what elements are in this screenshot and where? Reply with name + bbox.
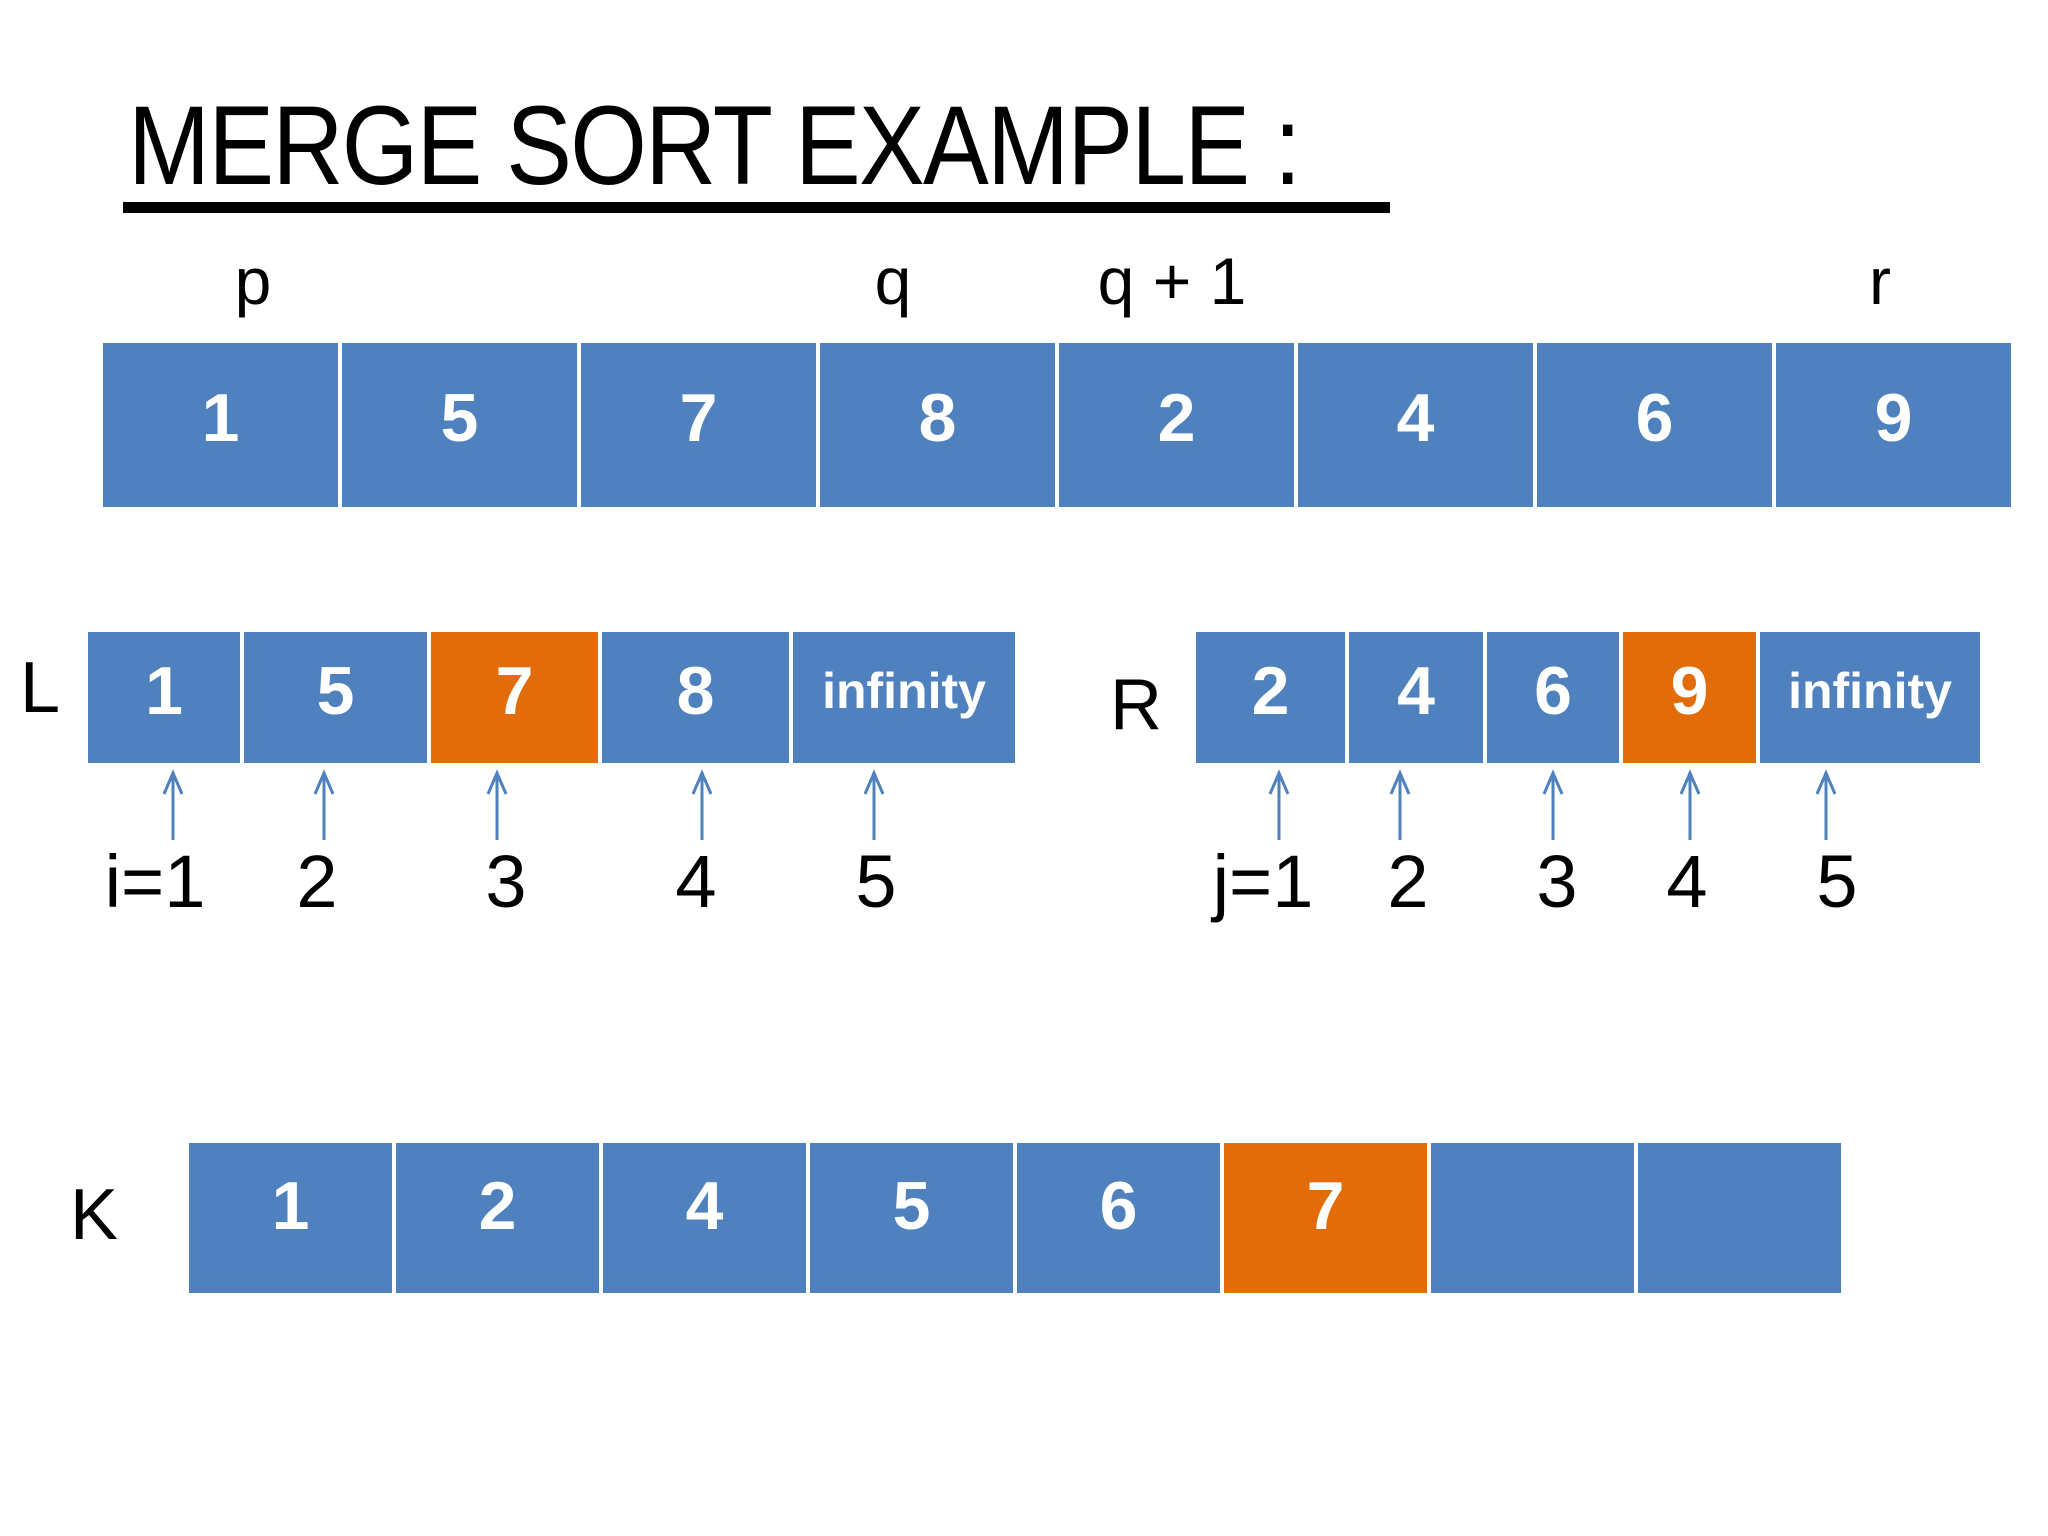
up-arrow-icon bbox=[160, 768, 186, 842]
left-array: 1 5 7 8 infinity bbox=[88, 632, 1015, 763]
pointer-label-p: p bbox=[234, 244, 272, 318]
pointer-label-q: q bbox=[874, 244, 912, 318]
up-arrow-icon bbox=[311, 768, 337, 842]
array-cell: 9 bbox=[1776, 343, 2011, 507]
array-cell: 1 bbox=[103, 343, 338, 507]
index-label: 5 bbox=[1816, 840, 1858, 923]
up-arrow-icon bbox=[1813, 768, 1839, 842]
index-label: 4 bbox=[1666, 840, 1708, 923]
pointer-label-q-plus-1: q + 1 bbox=[1097, 244, 1247, 318]
index-label: j=1 bbox=[1212, 840, 1314, 923]
array-cell: 6 bbox=[1487, 632, 1619, 763]
array-cell: 5 bbox=[244, 632, 427, 763]
array-cell: 2 bbox=[396, 1143, 599, 1293]
index-label: i=1 bbox=[104, 840, 206, 923]
array-cell: 1 bbox=[88, 632, 240, 763]
main-array: 1 5 7 8 2 4 6 9 bbox=[103, 343, 2011, 507]
up-arrow-icon bbox=[484, 768, 510, 842]
output-array-label: K bbox=[70, 1175, 119, 1255]
array-cell-highlighted: 7 bbox=[431, 632, 598, 763]
array-cell: 1 bbox=[189, 1143, 392, 1293]
title-underline bbox=[123, 202, 1390, 213]
pointer-label-r: r bbox=[1869, 244, 1891, 318]
index-label: 3 bbox=[485, 840, 527, 923]
array-cell: 6 bbox=[1017, 1143, 1220, 1293]
array-cell-infinity: infinity bbox=[1760, 632, 1980, 763]
array-cell: 4 bbox=[1298, 343, 1533, 507]
right-array: 2 4 6 9 infinity bbox=[1196, 632, 1980, 763]
array-cell: 6 bbox=[1537, 343, 1772, 507]
array-cell: 7 bbox=[581, 343, 816, 507]
output-array: 1 2 4 5 6 7 bbox=[189, 1143, 1841, 1293]
array-cell: 4 bbox=[1349, 632, 1483, 763]
array-cell-infinity: infinity bbox=[793, 632, 1015, 763]
up-arrow-icon bbox=[689, 768, 715, 842]
left-array-label: L bbox=[20, 648, 61, 728]
index-label: 2 bbox=[1387, 840, 1429, 923]
up-arrow-icon bbox=[1387, 768, 1413, 842]
array-cell: 2 bbox=[1196, 632, 1345, 763]
page-title: MERGE SORT EXAMPLE : bbox=[128, 83, 1301, 208]
array-cell: 8 bbox=[602, 632, 789, 763]
array-cell: 2 bbox=[1059, 343, 1294, 507]
index-label: 5 bbox=[855, 840, 897, 923]
index-label: 3 bbox=[1536, 840, 1578, 923]
array-cell-empty bbox=[1431, 1143, 1634, 1293]
array-cell-highlighted: 7 bbox=[1224, 1143, 1427, 1293]
up-arrow-icon bbox=[1677, 768, 1703, 842]
right-array-label: R bbox=[1110, 665, 1162, 745]
array-cell: 4 bbox=[603, 1143, 806, 1293]
array-cell-highlighted: 9 bbox=[1623, 632, 1756, 763]
up-arrow-icon bbox=[1540, 768, 1566, 842]
index-label: 4 bbox=[675, 840, 717, 923]
array-cell: 5 bbox=[810, 1143, 1013, 1293]
array-cell-empty bbox=[1638, 1143, 1841, 1293]
array-cell: 5 bbox=[342, 343, 577, 507]
index-label: 2 bbox=[296, 840, 338, 923]
up-arrow-icon bbox=[861, 768, 887, 842]
array-cell: 8 bbox=[820, 343, 1055, 507]
up-arrow-icon bbox=[1266, 768, 1292, 842]
